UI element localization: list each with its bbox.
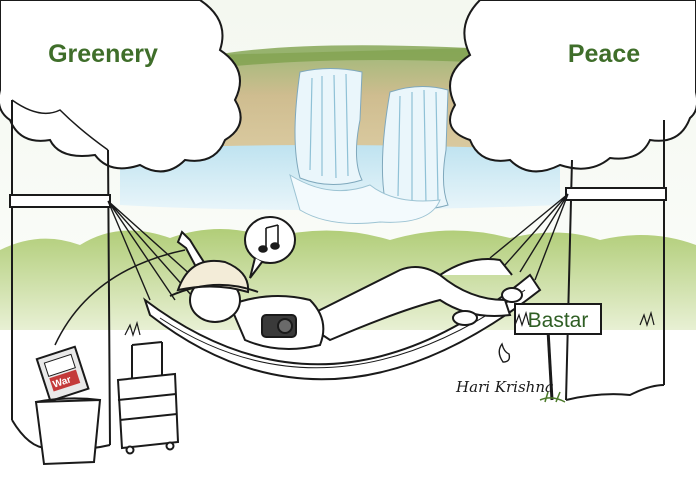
right-tree bbox=[449, 0, 696, 401]
trash-bin bbox=[34, 398, 102, 466]
music-note-icon bbox=[258, 224, 280, 253]
war-paper bbox=[35, 345, 90, 403]
grass bbox=[124, 310, 655, 337]
artist-flame-icon bbox=[498, 342, 511, 363]
waterfall-backdrop bbox=[120, 45, 560, 224]
throw-arc bbox=[54, 249, 186, 346]
greenery-label: Greenery bbox=[48, 40, 158, 68]
relaxing-man bbox=[169, 230, 523, 350]
hammock-ropes bbox=[107, 193, 569, 311]
hammock bbox=[143, 273, 542, 381]
left-tree bbox=[0, 0, 242, 451]
paper-label: War bbox=[52, 374, 73, 390]
peace-label: Peace bbox=[568, 40, 640, 68]
sign-label: Bastar bbox=[528, 309, 589, 332]
waterfall-left bbox=[294, 68, 363, 186]
music-bubble bbox=[244, 216, 296, 279]
bastar-sign bbox=[514, 303, 602, 403]
artist-signature: Hari Krishna bbox=[455, 378, 554, 396]
suitcase bbox=[116, 341, 180, 455]
